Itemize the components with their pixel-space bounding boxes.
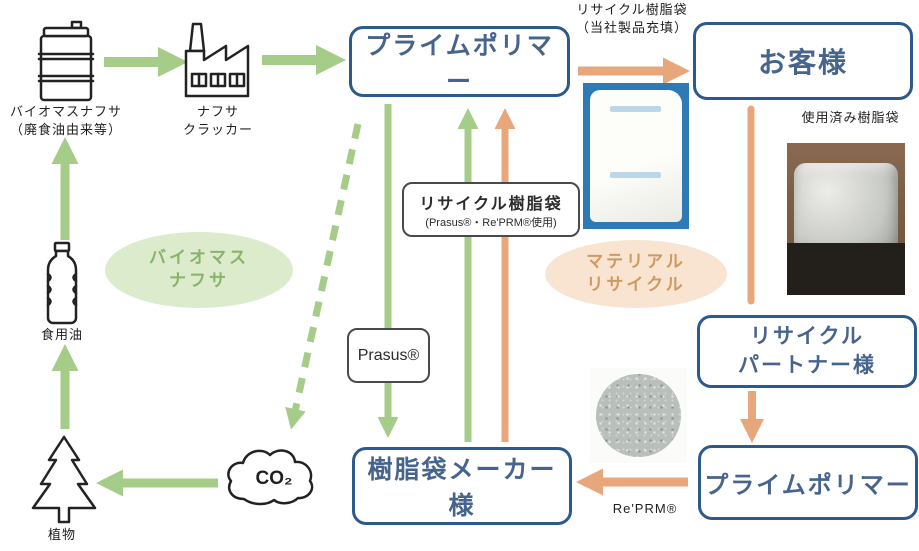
label-text: Prasus®: [357, 346, 420, 364]
co2-label: CO₂: [255, 468, 293, 489]
caption-cooking-oil: 食用油: [40, 327, 83, 342]
label-recycled-bag-using: リサイクル樹脂袋 (Prasus®・Re'PRM®使用): [402, 182, 580, 237]
cycle-material-recycle: マテリアル リサイクル: [545, 240, 727, 308]
node-recycle-partner: リサイクル パートナー様: [697, 315, 917, 388]
node-label: プライムポリマー: [365, 31, 554, 96]
pallet: [787, 243, 905, 295]
pellets-photo: [590, 368, 687, 463]
caption-line2: （当社製品充填）: [575, 19, 688, 35]
node-label: お客様: [757, 47, 848, 78]
cycle-line1: バイオマス: [149, 248, 249, 268]
resin-bag-photo: [583, 83, 689, 229]
resin-bag-shape: [590, 89, 682, 223]
co2-cloud-icon: [227, 449, 314, 506]
cycle-line2: ナフサ: [169, 271, 229, 290]
cycle-line2: リサイクル: [586, 275, 686, 294]
caption-line2: （廃食油由来等）: [9, 121, 122, 137]
node-label-line2: パートナー様: [738, 353, 876, 377]
caption-line2: クラッカー: [182, 121, 253, 137]
node-prime-polymer-bottom: プライムポリマー: [698, 445, 918, 520]
label-line2: (Prasus®・Re'PRM®使用): [425, 216, 557, 229]
caption-reprm: Re'PRM®: [612, 501, 678, 516]
caption-recycled-bag-filled: リサイクル樹脂袋 （当社製品充填）: [557, 1, 707, 36]
label-prasus: Prasus®: [347, 328, 430, 383]
caption-biomass-naphtha: バイオマスナフサ （廃食油由来等）: [2, 103, 130, 138]
cycle-line1: マテリアル: [586, 252, 686, 272]
caption-plants: 植物: [47, 527, 76, 542]
caption-line1: ナフサ: [196, 104, 239, 119]
node-label: 樹脂袋メーカー様: [367, 456, 557, 520]
node-label-line1: リサイクル: [750, 325, 864, 349]
caption-naphtha-cracker: ナフサ クラッカー: [172, 103, 264, 138]
caption-line1: バイオマスナフサ: [9, 104, 122, 119]
node-customer: お客様: [693, 22, 913, 100]
bottle-icon: [46, 241, 78, 325]
node-prime-polymer-top: プライムポリマー: [349, 26, 570, 97]
tree-icon: [31, 435, 97, 524]
drum-icon: [37, 20, 95, 102]
factory-icon: [184, 22, 250, 98]
node-label: プライムポリマー: [704, 472, 912, 499]
label-line1: リサイクル樹脂袋: [419, 195, 563, 213]
pellet-pile: [595, 373, 682, 458]
used-bags-photo: [787, 143, 905, 295]
node-bag-maker: 樹脂袋メーカー様: [352, 447, 572, 525]
caption-used-bags: 使用済み樹脂袋: [801, 110, 900, 125]
caption-line1: リサイクル樹脂袋: [576, 2, 688, 17]
cycle-biomass-naphtha: バイオマス ナフサ: [105, 232, 293, 308]
